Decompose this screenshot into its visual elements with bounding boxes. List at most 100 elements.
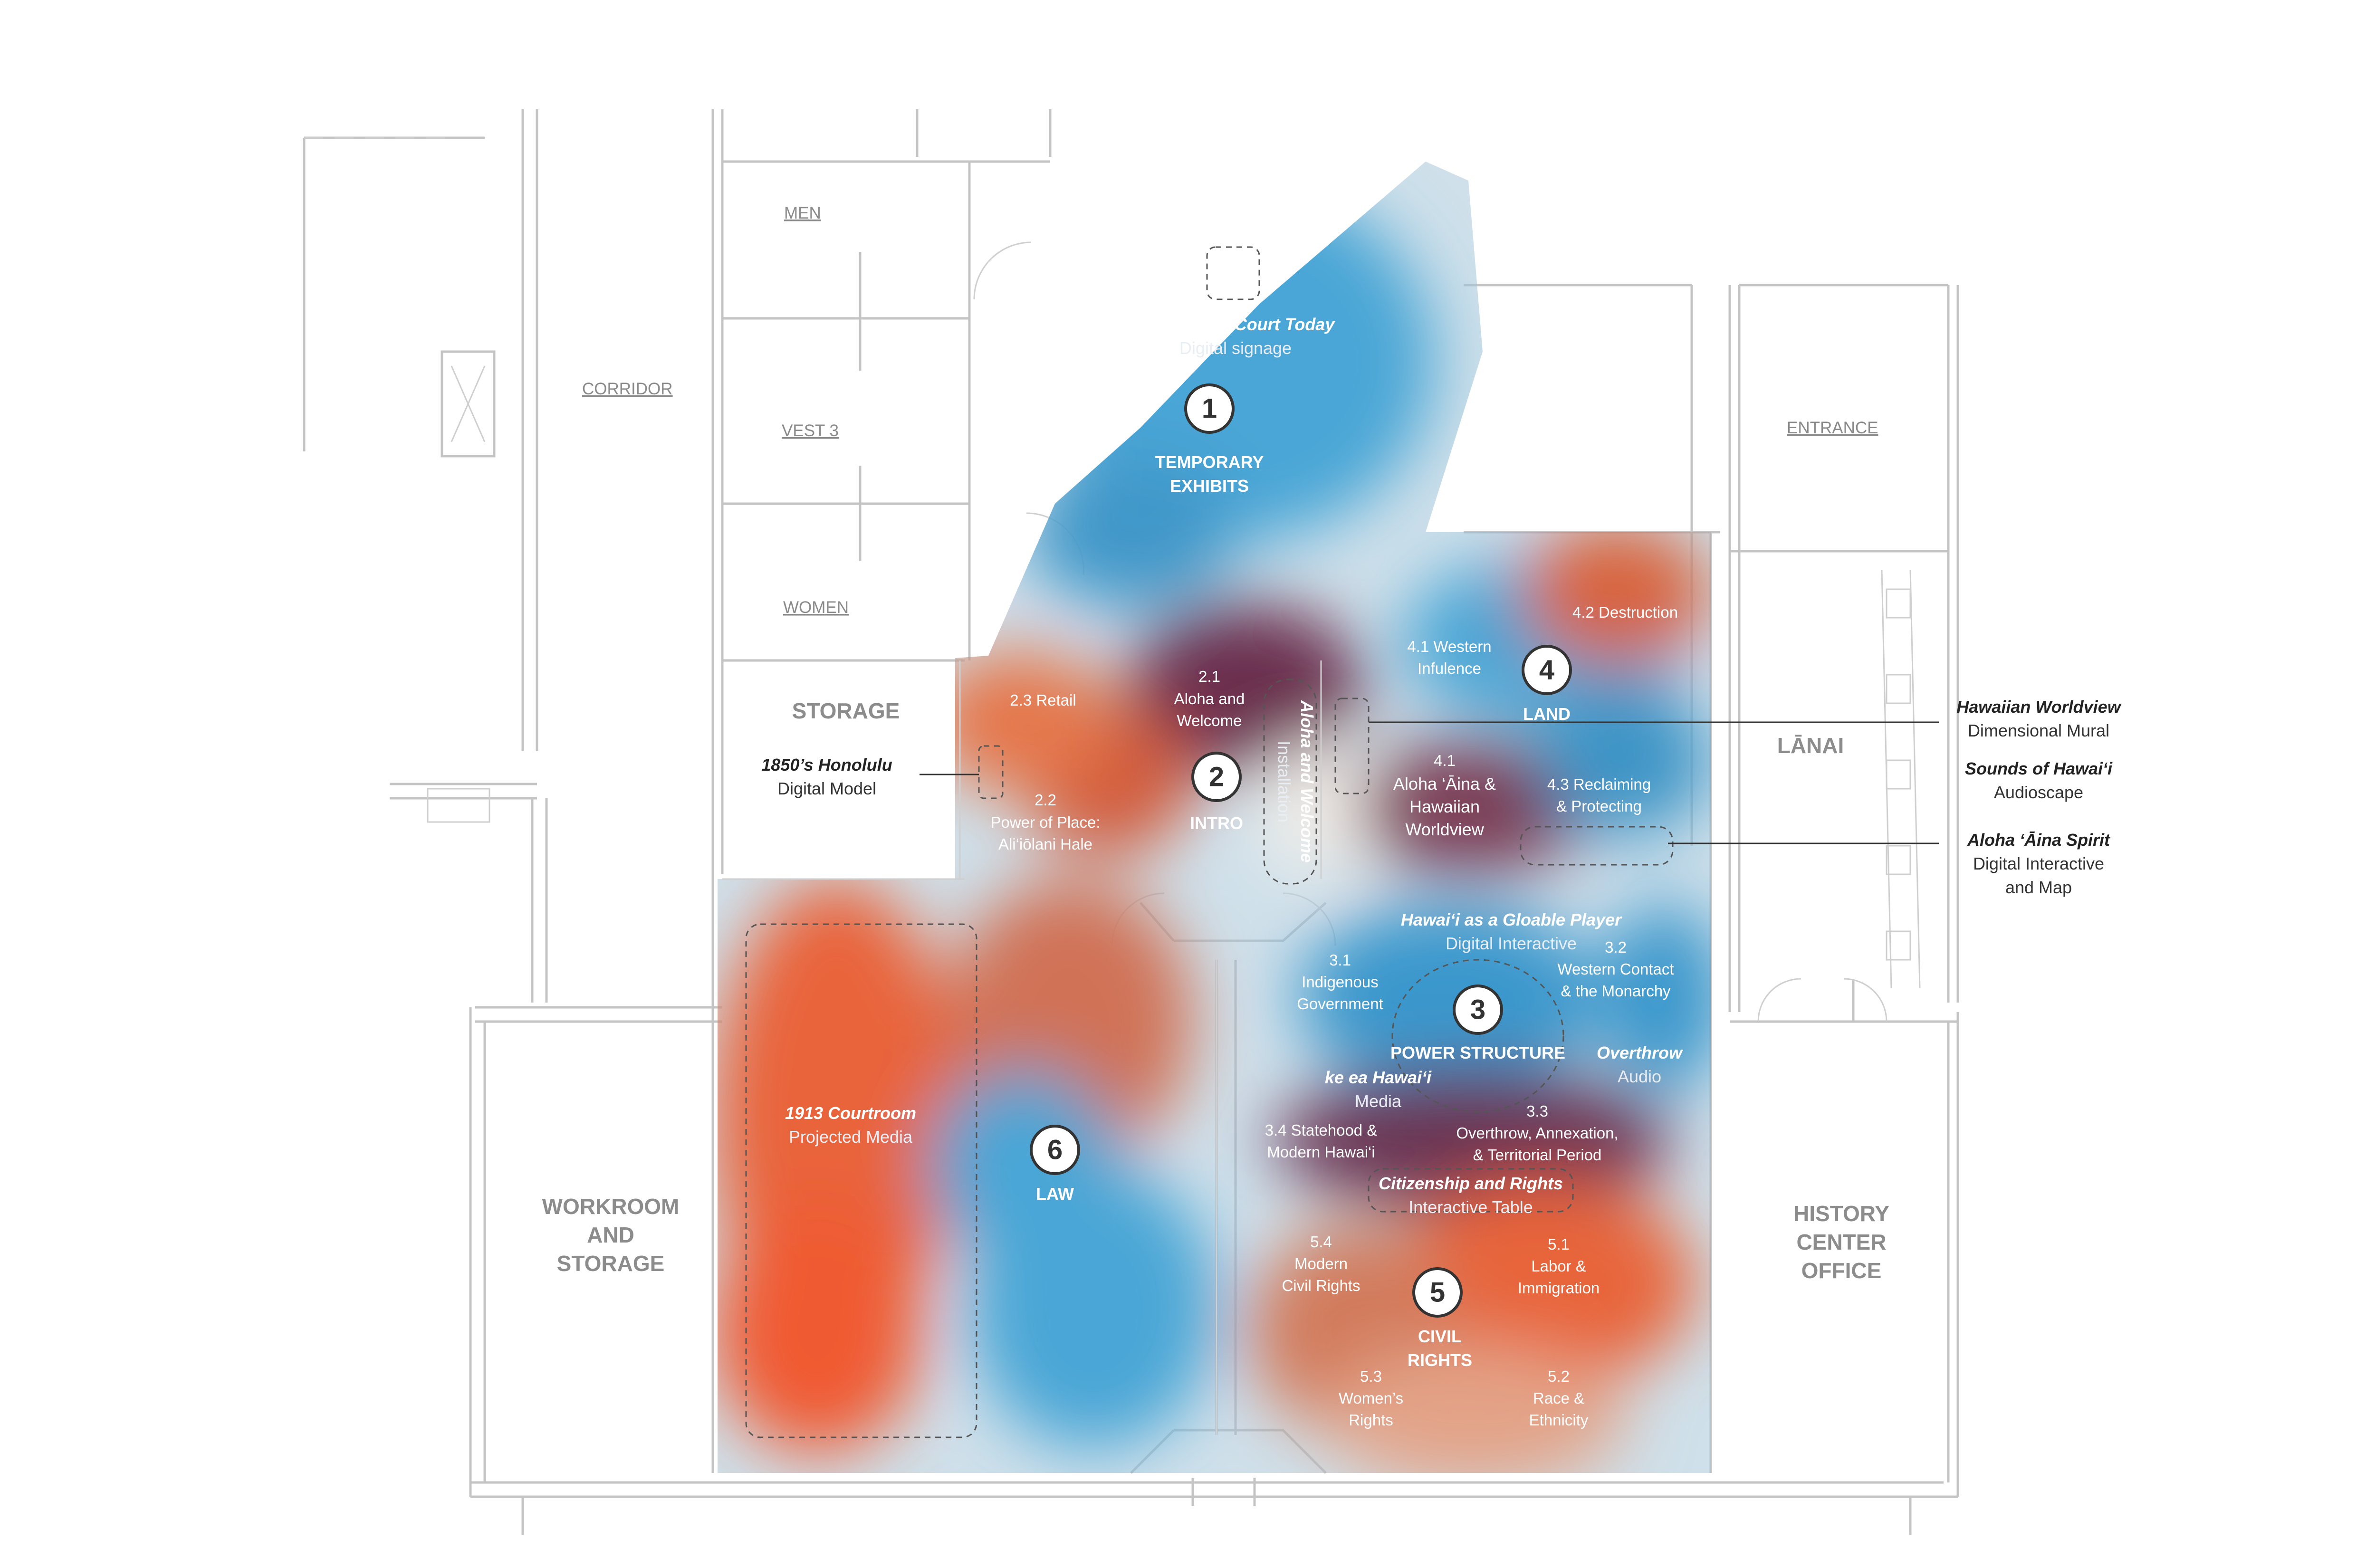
media-worldview-title: Hawaiian Worldview: [1956, 697, 2121, 717]
media-ke-ea-type: Media: [1355, 1091, 1402, 1111]
gallery-number-badge: [1191, 752, 1242, 802]
section-3-3-line1: Overthrow, Annexation,: [1456, 1124, 1618, 1142]
gallery-4: 4 LAND: [1522, 645, 1572, 724]
section-5-4-line1: Modern: [1294, 1255, 1348, 1272]
room-entrance: ENTRANCE: [1787, 419, 1878, 437]
media-court-today-type: Digital signage: [1179, 338, 1292, 358]
media-worldview-type: Dimensional Mural: [1968, 721, 2109, 740]
room-vest3: VEST 3: [782, 421, 839, 440]
room-women: WOMEN: [783, 598, 849, 617]
section-2-2-line1: Power of Place:: [990, 813, 1100, 831]
gallery-name: INTRO: [1190, 813, 1243, 833]
gallery-number-badge: [1412, 1267, 1463, 1318]
room-corridor: CORRIDOR: [582, 380, 673, 398]
section-5-4-num: 5.4: [1310, 1233, 1332, 1251]
media-aloha-title: Aloha and Welcome: [1297, 700, 1317, 862]
section-2-1-num: 2.1: [1198, 668, 1220, 685]
media-aina-spirit-type-1: Digital Interactive: [1973, 854, 2104, 873]
media-globable-type: Digital Interactive: [1446, 934, 1577, 953]
section-2-1-line2: Welcome: [1177, 712, 1242, 729]
media-honolulu-title: 1850’s Honolulu: [761, 755, 892, 774]
media-ke-ea-title: ke ea Hawai‘i: [1325, 1068, 1432, 1087]
media-labels: Explore the Court Today Digital signage …: [761, 315, 2121, 1217]
gallery-number-badge: [1522, 645, 1572, 695]
gallery-number: 2: [1209, 762, 1224, 793]
room-men: MEN: [784, 204, 821, 222]
room-history-2: CENTER: [1796, 1230, 1886, 1254]
room-workroom-3: STORAGE: [557, 1251, 665, 1276]
gallery-number: 6: [1047, 1135, 1063, 1166]
media-courtroom-title: 1913 Courtroom: [785, 1103, 916, 1123]
section-4-1-line1: Aloha ‘Āina &: [1393, 774, 1496, 794]
gallery-6: 6 LAW: [1030, 1125, 1080, 1204]
gallery-name-2: RIGHTS: [1408, 1350, 1472, 1370]
media-sounds-type: Audioscape: [1994, 783, 2083, 802]
section-3-4-line1: 3.4 Statehood &: [1265, 1121, 1378, 1139]
section-5-1-num: 5.1: [1548, 1235, 1570, 1253]
section-5-2-line1: Race &: [1533, 1389, 1584, 1407]
interior-walls: [722, 660, 1322, 1435]
section-2-3: 2.3 Retail: [1010, 691, 1076, 709]
media-honolulu-type: Digital Model: [777, 779, 876, 798]
section-4-1w-line2: Infulence: [1418, 660, 1481, 677]
section-3-2-num: 3.2: [1605, 938, 1627, 956]
section-3-2-line2: & the Monarchy: [1561, 982, 1671, 1000]
section-labels: 2.1 Aloha and Welcome 2.2 Power of Place…: [990, 603, 1678, 1429]
gallery-1: 1 TEMPORARY EXHIBITS: [1155, 383, 1264, 496]
media-overthrow-type: Audio: [1618, 1067, 1661, 1086]
gallery-number: 5: [1430, 1277, 1445, 1308]
room-storage: STORAGE: [792, 698, 900, 723]
media-citizenship-title: Citizenship and Rights: [1379, 1174, 1563, 1193]
gallery-2: 2 INTRO: [1190, 752, 1243, 833]
gallery-name-1: TEMPORARY: [1155, 452, 1264, 472]
gallery-name: LAW: [1036, 1184, 1074, 1204]
section-4-1w-line1: 4.1 Western: [1407, 638, 1491, 655]
room-lanai: LĀNAI: [1777, 733, 1844, 758]
room-history-1: HISTORY: [1793, 1201, 1889, 1226]
gallery-number: 4: [1539, 655, 1554, 686]
section-4-1-num: 4.1: [1434, 752, 1456, 769]
section-5-3-line1: Women’s: [1339, 1389, 1403, 1407]
room-history-3: OFFICE: [1801, 1258, 1882, 1283]
gallery-number-badge: [1030, 1125, 1080, 1175]
section-4-3-line1: 4.3 Reclaiming: [1547, 775, 1651, 793]
media-citizenship-type: Interactive Table: [1408, 1197, 1533, 1217]
section-4-2: 4.2 Destruction: [1572, 603, 1678, 621]
section-3-1-line2: Government: [1297, 995, 1383, 1013]
section-5-4-line2: Civil Rights: [1282, 1277, 1360, 1294]
media-overthrow-title: Overthrow: [1597, 1043, 1683, 1062]
media-aina-spirit-title: Aloha ‘Āina Spirit: [1967, 830, 2111, 850]
room-labels: MEN CORRIDOR VEST 3 WOMEN ENTRANCE STORA…: [542, 204, 1889, 1283]
section-4-1-line2: Hawaiian: [1409, 797, 1480, 816]
section-3-1-line1: Indigenous: [1302, 973, 1378, 991]
room-workroom-1: WORKROOM: [542, 1194, 680, 1219]
section-5-2-line2: Ethnicity: [1529, 1411, 1589, 1429]
section-3-3-line2: & Territorial Period: [1473, 1146, 1602, 1164]
section-4-1-line3: Worldview: [1405, 820, 1484, 839]
room-workroom-2: AND: [587, 1223, 634, 1247]
media-court-today-title: Explore the Court Today: [1137, 315, 1336, 334]
section-2-1-line1: Aloha and: [1174, 690, 1245, 708]
media-sounds-title: Sounds of Hawai‘i: [1965, 759, 2113, 778]
gallery-number-badge: [1453, 985, 1503, 1035]
section-3-2-line1: Western Contact: [1557, 960, 1674, 978]
section-5-2-num: 5.2: [1548, 1367, 1570, 1385]
gallery-name-2: EXHIBITS: [1170, 476, 1249, 496]
media-outlines: [745, 246, 1674, 1438]
section-3-1-num: 3.1: [1329, 951, 1351, 969]
section-3-4-line2: Modern Hawai‘i: [1267, 1143, 1375, 1161]
gallery-number: 1: [1202, 393, 1217, 424]
section-5-1-line1: Labor &: [1531, 1257, 1586, 1275]
media-aina-spirit-type-2: and Map: [2005, 878, 2072, 897]
section-5-3-line2: Rights: [1349, 1411, 1393, 1429]
section-5-3-num: 5.3: [1360, 1367, 1382, 1385]
section-2-2-line2: Ali‘iōlani Hale: [998, 835, 1092, 853]
media-aloha-type: Installation: [1274, 741, 1294, 822]
gallery-number-badge: [1184, 383, 1235, 434]
media-courtroom-type: Projected Media: [789, 1127, 913, 1147]
section-2-2-num: 2.2: [1035, 791, 1056, 809]
gallery-name: POWER STRUCTURE: [1390, 1043, 1565, 1062]
gallery-name: LAND: [1523, 704, 1571, 724]
walls: [303, 109, 1959, 1535]
